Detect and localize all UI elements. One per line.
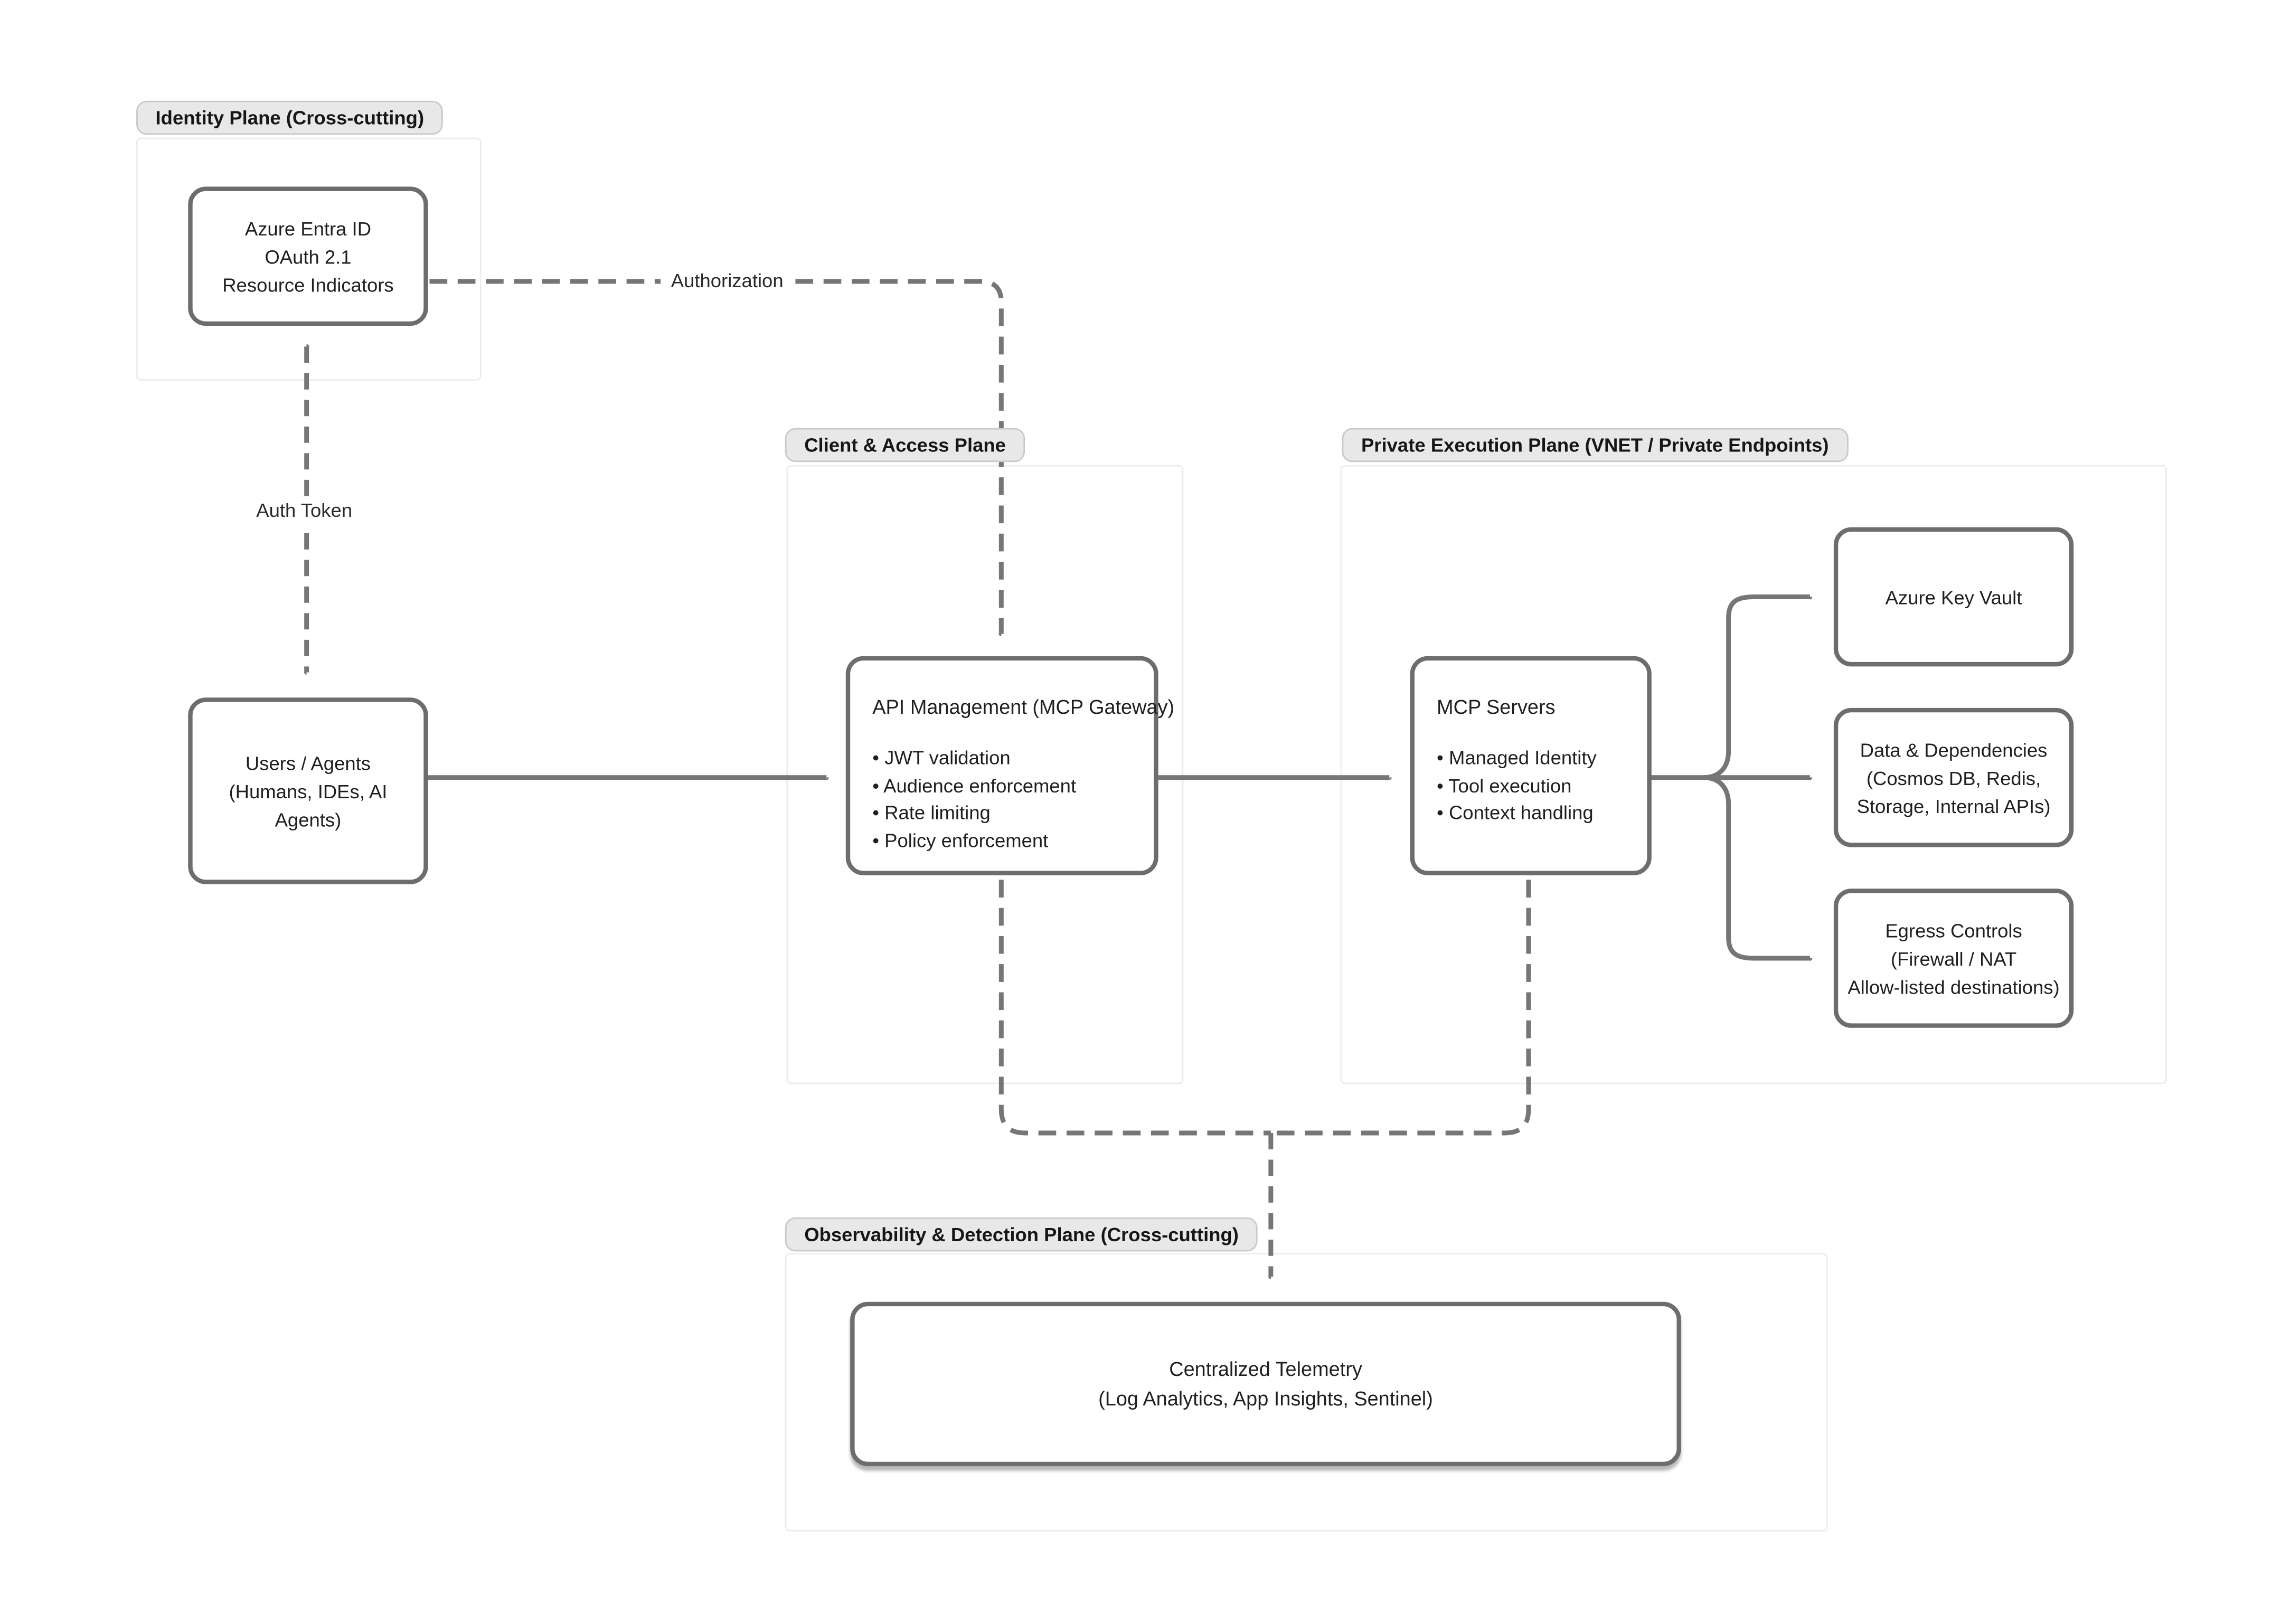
telemetry-line-2: (Log Analytics, App Insights, Sentinel) [1098,1387,1433,1410]
node-egress-controls: Egress Controls (Firewall / NAT Allow-li… [1833,889,2074,1028]
entra-line-3: Resource Indicators [222,273,394,296]
egress-line-2: (Firewall / NAT [1890,947,2017,970]
mcp-bullet-context: Context handling [1437,800,1625,827]
api-bullet-audience: Audience enforcement [872,772,1132,800]
egress-line-3: Allow-listed destinations) [1848,975,2060,998]
node-users-agents: Users / Agents (Humans, IDEs, AI Agents) [188,697,428,884]
auth-token-edge-label: Auth Token [246,497,363,523]
private-execution-plane-label: Private Execution Plane (VNET / Private … [1342,428,1849,462]
api-bullet-policy: Policy enforcement [872,827,1132,855]
users-line-1: Users / Agents [245,751,371,774]
node-centralized-telemetry: Centralized Telemetry (Log Analytics, Ap… [850,1301,1681,1467]
mcp-servers-title: MCP Servers [1437,696,1556,719]
api-management-title: API Management (MCP Gateway) [872,696,1175,719]
observability-plane-label: Observability & Detection Plane (Cross-c… [785,1217,1258,1252]
entra-line-2: OAuth 2.1 [265,245,352,268]
edge-mcp-to-egress [1703,775,1810,958]
node-data-dependencies: Data & Dependencies (Cosmos DB, Redis, S… [1833,707,2074,847]
key-vault-line-1: Azure Key Vault [1885,586,2022,608]
data-deps-line-3: Storage, Internal APIs) [1856,794,2051,817]
api-bullet-jwt: JWT validation [872,745,1132,772]
node-api-management: API Management (MCP Gateway) JWT validat… [845,656,1175,875]
api-bullet-rate: Rate limiting [872,800,1132,827]
users-line-2: (Humans, IDEs, AI [229,779,388,802]
node-azure-key-vault: Azure Key Vault [1833,527,2074,667]
edge-mcp-to-keyvault [1703,594,1810,780]
entra-line-1: Azure Entra ID [244,216,372,240]
egress-line-1: Egress Controls [1885,919,2022,941]
data-deps-line-1: Data & Dependencies [1860,738,2048,761]
node-azure-entra-id: Azure Entra ID OAuth 2.1 Resource Indica… [188,186,428,326]
edge-api-to-telemetry [998,880,1271,1136]
mcp-bullet-tool: Tool execution [1437,772,1625,800]
edge-mcp-to-telemetry [1270,880,1531,1136]
identity-plane-label: Identity Plane (Cross-cutting) [136,100,444,135]
data-deps-line-2: (Cosmos DB, Redis, [1866,766,2041,789]
telemetry-line-1: Centralized Telemetry [1169,1357,1362,1380]
authorization-edge-label: Authorization [661,268,794,294]
client-access-plane-label: Client & Access Plane [785,428,1025,462]
node-mcp-servers: MCP Servers Managed Identity Tool execut… [1410,656,1652,875]
mcp-bullet-identity: Managed Identity [1437,745,1625,772]
edge-authorization [429,279,1004,634]
users-line-3: Agents) [275,808,342,830]
